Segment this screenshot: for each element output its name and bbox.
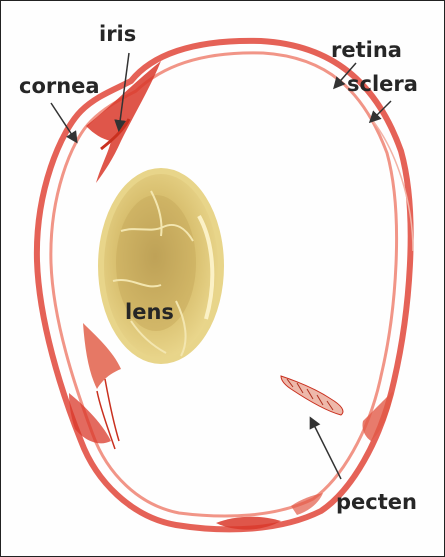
pecten-label: pecten (336, 490, 417, 514)
sclera-label: sclera (347, 72, 418, 96)
cornea-label: cornea (19, 74, 100, 98)
pecten-structure (281, 376, 343, 415)
sclera-wall (37, 41, 411, 530)
retina-label: retina (331, 38, 402, 62)
pecten-pointer (311, 419, 341, 479)
iris-label: iris (99, 22, 136, 46)
lens-label: lens (125, 300, 174, 324)
